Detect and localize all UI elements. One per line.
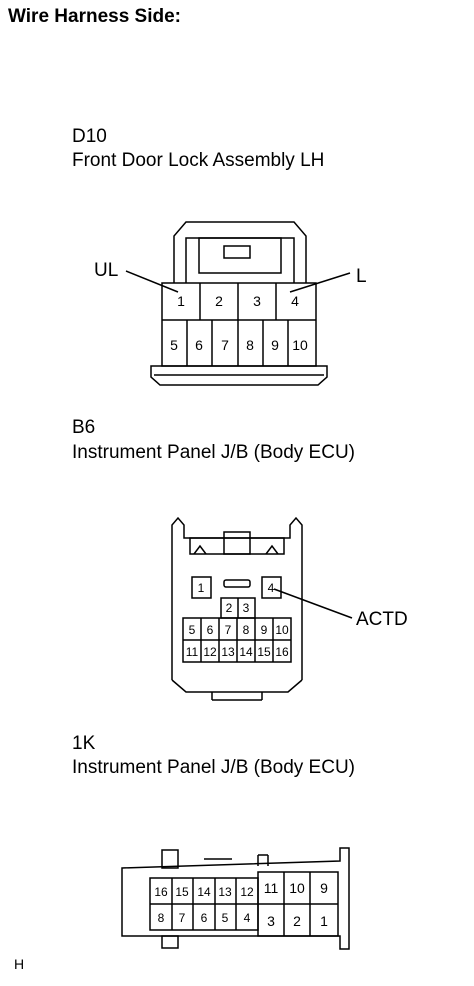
b6-pin: 4 (268, 581, 275, 595)
d10-pin: 1 (177, 293, 185, 309)
connector-d10-code: D10 (72, 126, 107, 147)
callout-ul: UL (94, 260, 118, 281)
1k-pin: 3 (267, 913, 275, 929)
connector-1k-name: Instrument Panel J/B (Body ECU) (72, 757, 355, 778)
b6-pin: 14 (239, 645, 253, 659)
b6-pin: 7 (225, 623, 232, 637)
1k-pin: 4 (244, 911, 251, 925)
b6-pin: 11 (186, 645, 199, 659)
1k-pin: 6 (201, 911, 208, 925)
1k-pin: 13 (218, 885, 232, 899)
b6-pin: 9 (261, 623, 268, 637)
b6-pin: 16 (275, 645, 289, 659)
connector-b6-housing (171, 516, 353, 701)
corner-mark: H (14, 956, 25, 972)
1k-pin: 8 (158, 911, 165, 925)
b6-pin: 15 (257, 645, 271, 659)
1k-pin: 9 (320, 880, 328, 896)
connector-d10-housing (125, 221, 351, 386)
connector-1k-housing (121, 847, 350, 950)
b6-pin: 5 (189, 623, 196, 637)
d10-pin: 9 (271, 337, 279, 353)
b6-pin: 3 (243, 601, 250, 615)
d10-pin: 6 (195, 337, 203, 353)
d10-pin: 2 (215, 293, 223, 309)
connector-b6-name: Instrument Panel J/B (Body ECU) (72, 442, 355, 463)
1k-pin: 12 (240, 885, 254, 899)
d10-pin: 8 (246, 337, 254, 353)
d10-pin: 5 (170, 337, 178, 353)
1k-pin: 1 (320, 913, 328, 929)
1k-pin: 7 (179, 911, 186, 925)
1k-pin: 5 (222, 911, 229, 925)
1k-pin: 14 (197, 885, 211, 899)
1k-pin: 15 (175, 885, 189, 899)
page-heading: Wire Harness Side: (8, 6, 182, 27)
d10-pin: 10 (292, 337, 308, 353)
b6-pin: 1 (198, 581, 205, 595)
connector-b6-code: B6 (72, 417, 96, 438)
d10-pin: 7 (221, 337, 229, 353)
d10-pin: 4 (291, 293, 299, 309)
callout-l: L (356, 266, 367, 287)
b6-pin: 13 (221, 645, 235, 659)
connector-1k-code: 1K (72, 733, 96, 754)
1k-pin: 16 (154, 885, 168, 899)
b6-pin: 2 (226, 601, 233, 615)
connector-d10-name: Front Door Lock Assembly LH (72, 150, 325, 171)
d10-pin: 3 (253, 293, 261, 309)
1k-pin: 2 (293, 913, 301, 929)
b6-pin: 12 (203, 645, 217, 659)
1k-pin: 11 (264, 880, 279, 896)
callout-actd: ACTD (356, 609, 408, 630)
b6-pin: 6 (207, 623, 214, 637)
1k-pin: 10 (289, 880, 305, 896)
b6-pin: 10 (275, 623, 289, 637)
b6-pin: 8 (243, 623, 250, 637)
